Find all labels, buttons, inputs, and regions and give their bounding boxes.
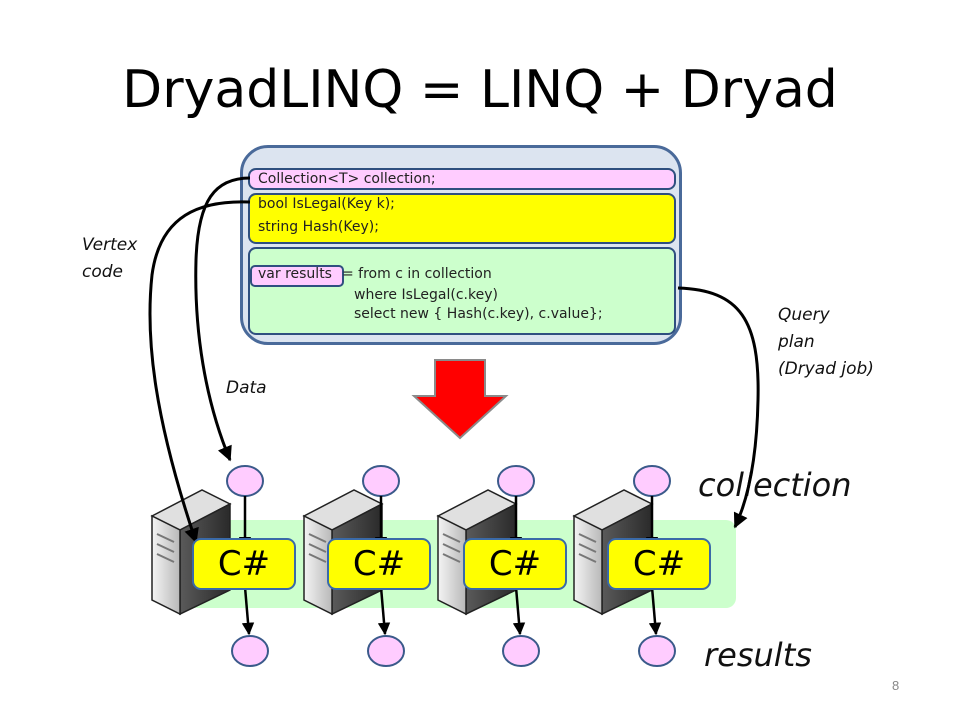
collection-label: collection (698, 466, 852, 504)
query-plan-label-line1: Query (778, 305, 830, 325)
collection-partition (633, 465, 671, 497)
vertex-code-label-line1: Vertex (82, 235, 138, 255)
output-arrow (648, 586, 662, 636)
collection-partition (226, 465, 264, 497)
query-plan-arrow (677, 286, 760, 529)
code-line-where: where IsLegal(c.key) (354, 287, 498, 303)
output-arrow (377, 586, 391, 636)
code-line-from: = from c in collection (342, 266, 492, 282)
results-partition (638, 635, 676, 667)
vertex-code-arrow (148, 200, 251, 544)
results-label: results (704, 636, 812, 674)
query-plan-label-line3: (Dryad job) (778, 359, 874, 379)
code-line-collection: Collection<T> collection; (258, 171, 436, 187)
function-decl-box (248, 193, 676, 244)
code-line-hash: string Hash(Key); (258, 219, 379, 235)
slide-title: DryadLINQ = LINQ + Dryad (122, 60, 838, 120)
csharp-node: C# (607, 538, 711, 590)
vertex-code-label-line2: code (82, 262, 123, 282)
query-plan-label-line2: plan (778, 332, 815, 352)
vertex-code-label: Vertex code (82, 232, 137, 286)
output-arrow (512, 586, 526, 636)
page-number: 8 (892, 678, 900, 693)
data-arrow (194, 176, 251, 462)
collection-partition (362, 465, 400, 497)
results-var-highlight (250, 265, 344, 287)
results-partition (502, 635, 540, 667)
collection-partition (497, 465, 535, 497)
query-plan-label: Query plan (Dryad job) (778, 302, 874, 383)
code-line-select: select new { Hash(c.key), c.value}; (354, 306, 603, 322)
transform-arrow-icon (411, 359, 509, 440)
output-arrow (241, 586, 255, 636)
csharp-node: C# (327, 538, 431, 590)
code-line-var-results: var results (258, 266, 332, 282)
results-partition (231, 635, 269, 667)
query-box (248, 247, 676, 335)
data-label: Data (226, 378, 267, 398)
csharp-node: C# (463, 538, 567, 590)
results-partition (367, 635, 405, 667)
csharp-node: C# (192, 538, 296, 590)
code-line-islegal: bool IsLegal(Key k); (258, 196, 395, 212)
